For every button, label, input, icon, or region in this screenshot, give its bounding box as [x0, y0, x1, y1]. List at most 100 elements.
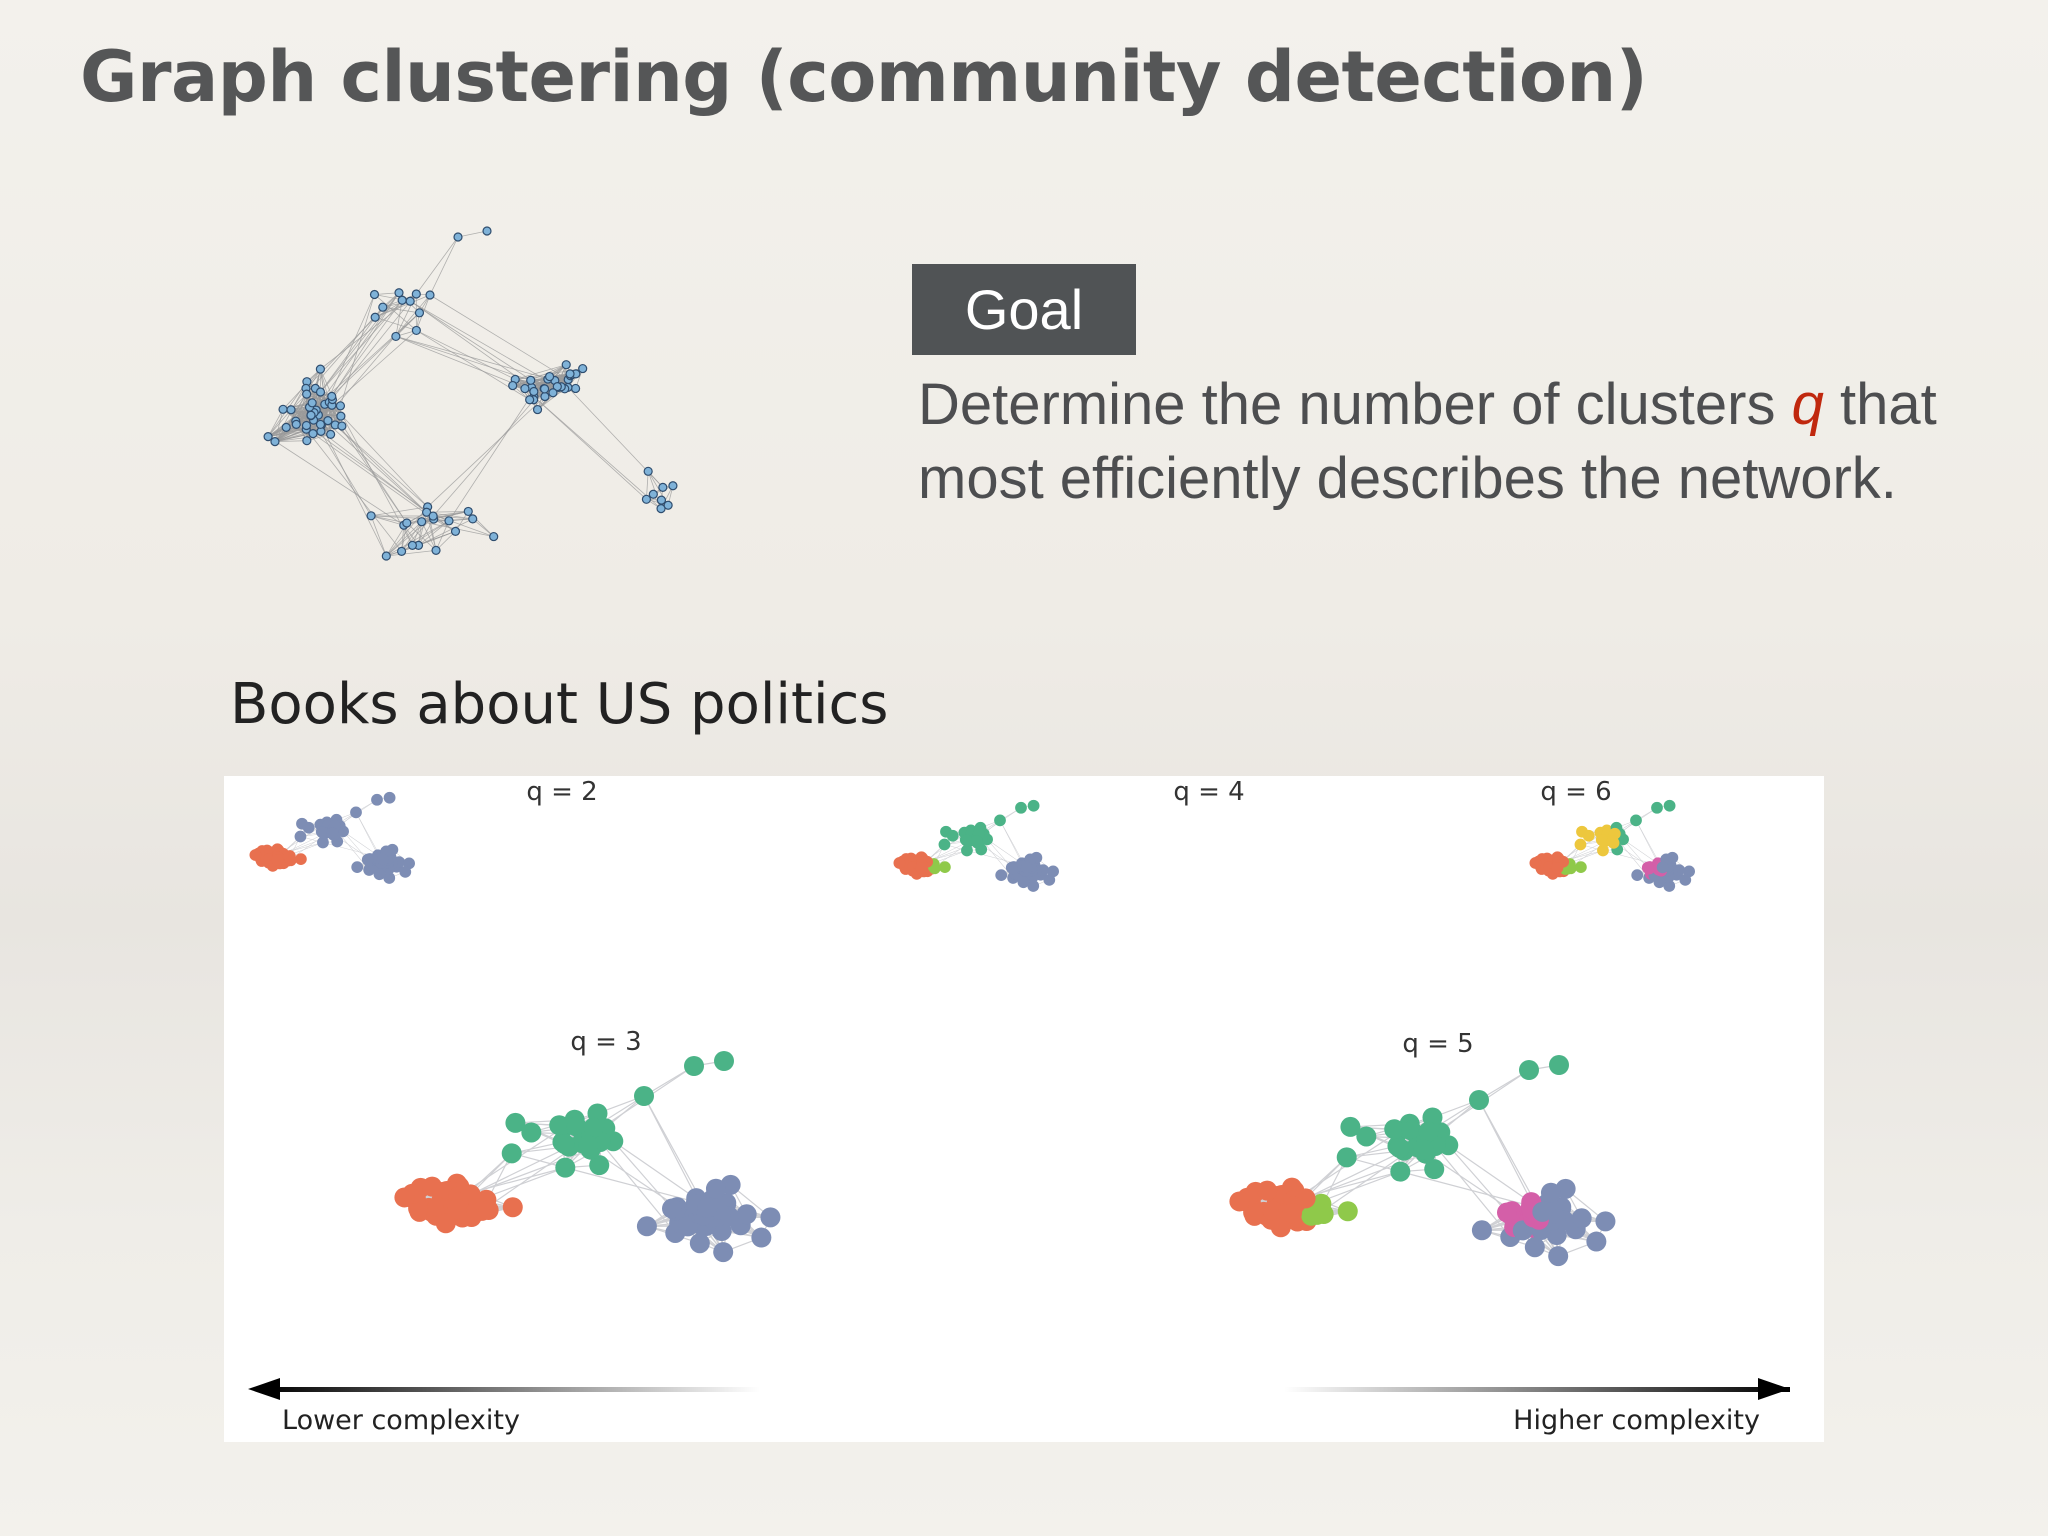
cluster-node — [350, 806, 362, 819]
network-node — [508, 380, 518, 391]
cluster-node — [1656, 861, 1669, 874]
network-edge — [386, 520, 450, 557]
network-node — [444, 516, 454, 526]
network-node — [394, 288, 404, 298]
network-edge — [395, 336, 555, 381]
network-edge — [267, 409, 284, 437]
network-edge — [274, 409, 284, 442]
cluster-node — [521, 1122, 542, 1143]
network-node — [561, 360, 571, 370]
network-node — [315, 387, 326, 397]
network-edge — [416, 330, 516, 380]
network-node — [529, 386, 539, 397]
network-edge — [398, 292, 532, 388]
network-edge — [409, 300, 558, 387]
network-node — [397, 295, 407, 305]
network-edge — [320, 391, 336, 426]
network-node — [327, 391, 337, 401]
cluster-node — [1551, 862, 1564, 874]
cluster-edge — [565, 1167, 697, 1203]
cluster-edge — [1622, 839, 1648, 868]
network-edge — [395, 300, 403, 337]
cluster-node — [1653, 876, 1666, 889]
cluster-edge — [612, 1140, 673, 1209]
network-node — [417, 517, 427, 527]
network-node — [578, 363, 588, 374]
cluster-node — [589, 1155, 610, 1176]
cluster-node — [1027, 799, 1040, 812]
network-node — [315, 364, 325, 374]
cluster-node — [371, 793, 383, 806]
example-title: Books about US politics — [230, 672, 889, 737]
network-node — [337, 421, 347, 431]
cluster-node — [684, 1056, 704, 1076]
clustering-figure: q = 2 q = 4 q = 6 q = 3 q = 5 Lower comp… — [224, 776, 1824, 1442]
cluster-node — [636, 1216, 657, 1237]
cluster-edge — [342, 831, 368, 860]
cluster-node — [1606, 835, 1619, 848]
network-node — [281, 422, 291, 432]
network-edge — [329, 401, 428, 508]
cluster-node — [505, 1112, 526, 1133]
network-node — [326, 429, 336, 439]
panel-q3 — [394, 1051, 781, 1263]
cluster-node — [446, 1199, 467, 1220]
cluster-node — [893, 857, 906, 869]
network-edge — [334, 424, 428, 508]
cluster-node — [1679, 873, 1692, 886]
cluster-node — [1582, 829, 1595, 842]
network-edge — [386, 550, 437, 557]
network-node — [643, 466, 653, 476]
cluster-node — [1596, 834, 1609, 847]
cluster-node — [1027, 880, 1040, 892]
cluster-node — [1631, 869, 1644, 881]
network-node — [411, 325, 421, 336]
network-node — [520, 383, 530, 394]
cluster-node — [361, 853, 374, 866]
cluster-node — [1651, 801, 1663, 814]
cluster-node — [578, 1135, 599, 1156]
network-node — [335, 401, 346, 411]
cluster-node — [383, 791, 396, 804]
network-edge — [533, 396, 662, 509]
cluster-node — [478, 1200, 499, 1221]
cluster-node — [1015, 801, 1027, 814]
cluster-node — [394, 1187, 415, 1208]
network-edge — [418, 512, 427, 546]
network-edge — [433, 511, 469, 517]
cluster-node — [1641, 861, 1654, 874]
network-edge — [537, 388, 565, 410]
network-edge — [320, 306, 384, 393]
cluster-node — [383, 872, 396, 884]
network-node — [668, 481, 678, 491]
panel-q6 — [1529, 799, 1695, 892]
network-node — [336, 411, 346, 421]
network-edge — [418, 518, 473, 546]
network-node — [323, 416, 333, 426]
network-edge — [395, 312, 420, 337]
cluster-node — [1630, 814, 1642, 827]
network-edge — [418, 520, 450, 546]
cluster-node — [970, 835, 983, 848]
network-edge — [268, 424, 321, 438]
cluster-node — [549, 1115, 570, 1136]
cluster-node — [915, 862, 928, 874]
network-node — [525, 395, 535, 405]
network-edge — [415, 236, 459, 295]
network-edge — [432, 388, 545, 517]
cluster-node — [713, 1242, 734, 1263]
cluster-node — [249, 849, 262, 861]
network-node — [411, 289, 421, 299]
network-edge — [320, 299, 403, 393]
cluster-node — [760, 1207, 781, 1228]
cluster-node — [946, 829, 959, 842]
network-edge — [267, 436, 405, 526]
network-edge — [448, 391, 535, 522]
network-edge — [429, 236, 459, 296]
cluster-node — [376, 853, 389, 866]
slide-title: Graph clustering (community detection) — [80, 36, 1648, 118]
cluster-node — [295, 853, 307, 866]
cluster-node — [435, 1213, 456, 1234]
cluster-node — [502, 1197, 523, 1218]
network-node — [450, 526, 461, 536]
